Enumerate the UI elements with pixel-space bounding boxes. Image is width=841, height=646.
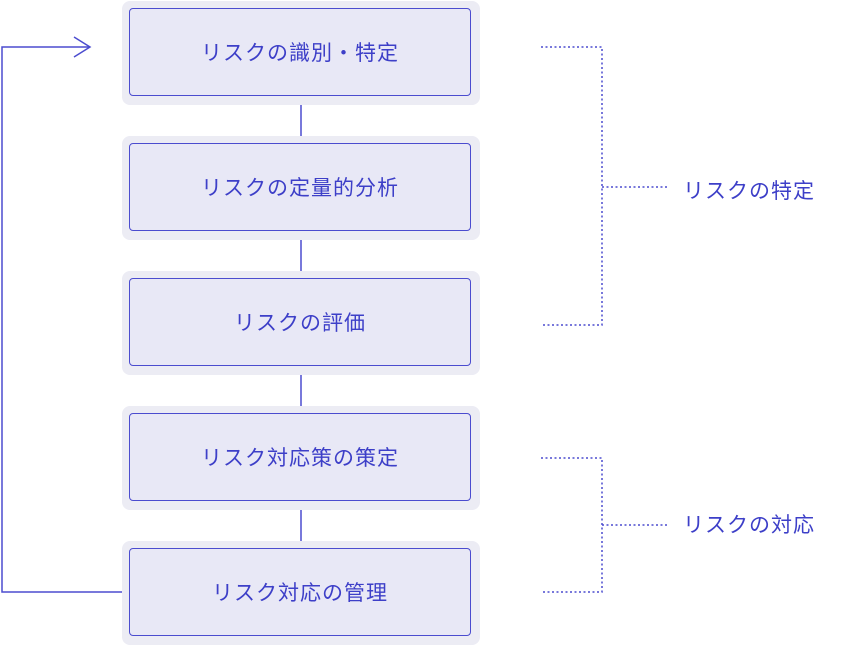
step-box-evaluation: リスクの評価 [122, 271, 480, 375]
step-box-inner: リスクの定量的分析 [129, 143, 471, 231]
step-box-inner: リスク対応策の策定 [129, 413, 471, 501]
step-label: リスク対応策の策定 [201, 446, 399, 470]
group-label-identification: リスクの特定 [683, 179, 815, 203]
group-label-response: リスクの対応 [683, 513, 815, 537]
step-box-inner: リスクの識別・特定 [129, 8, 471, 96]
step-label: リスクの識別・特定 [201, 41, 399, 65]
feedback-loop-arrow [1, 36, 129, 593]
step-label: リスクの定量的分析 [201, 176, 399, 200]
step-box-inner: リスクの評価 [129, 278, 471, 366]
bracket-group-identification [541, 46, 668, 326]
step-box-identification: リスクの識別・特定 [122, 1, 480, 105]
step-label: リスクの評価 [234, 311, 366, 335]
step-label: リスク対応の管理 [212, 581, 388, 605]
step-box-inner: リスク対応の管理 [129, 548, 471, 636]
step-box-quantitative-analysis: リスクの定量的分析 [122, 136, 480, 240]
step-box-response-management: リスク対応の管理 [122, 541, 480, 645]
step-box-response-planning: リスク対応策の策定 [122, 406, 480, 510]
bracket-group-response [541, 457, 668, 593]
